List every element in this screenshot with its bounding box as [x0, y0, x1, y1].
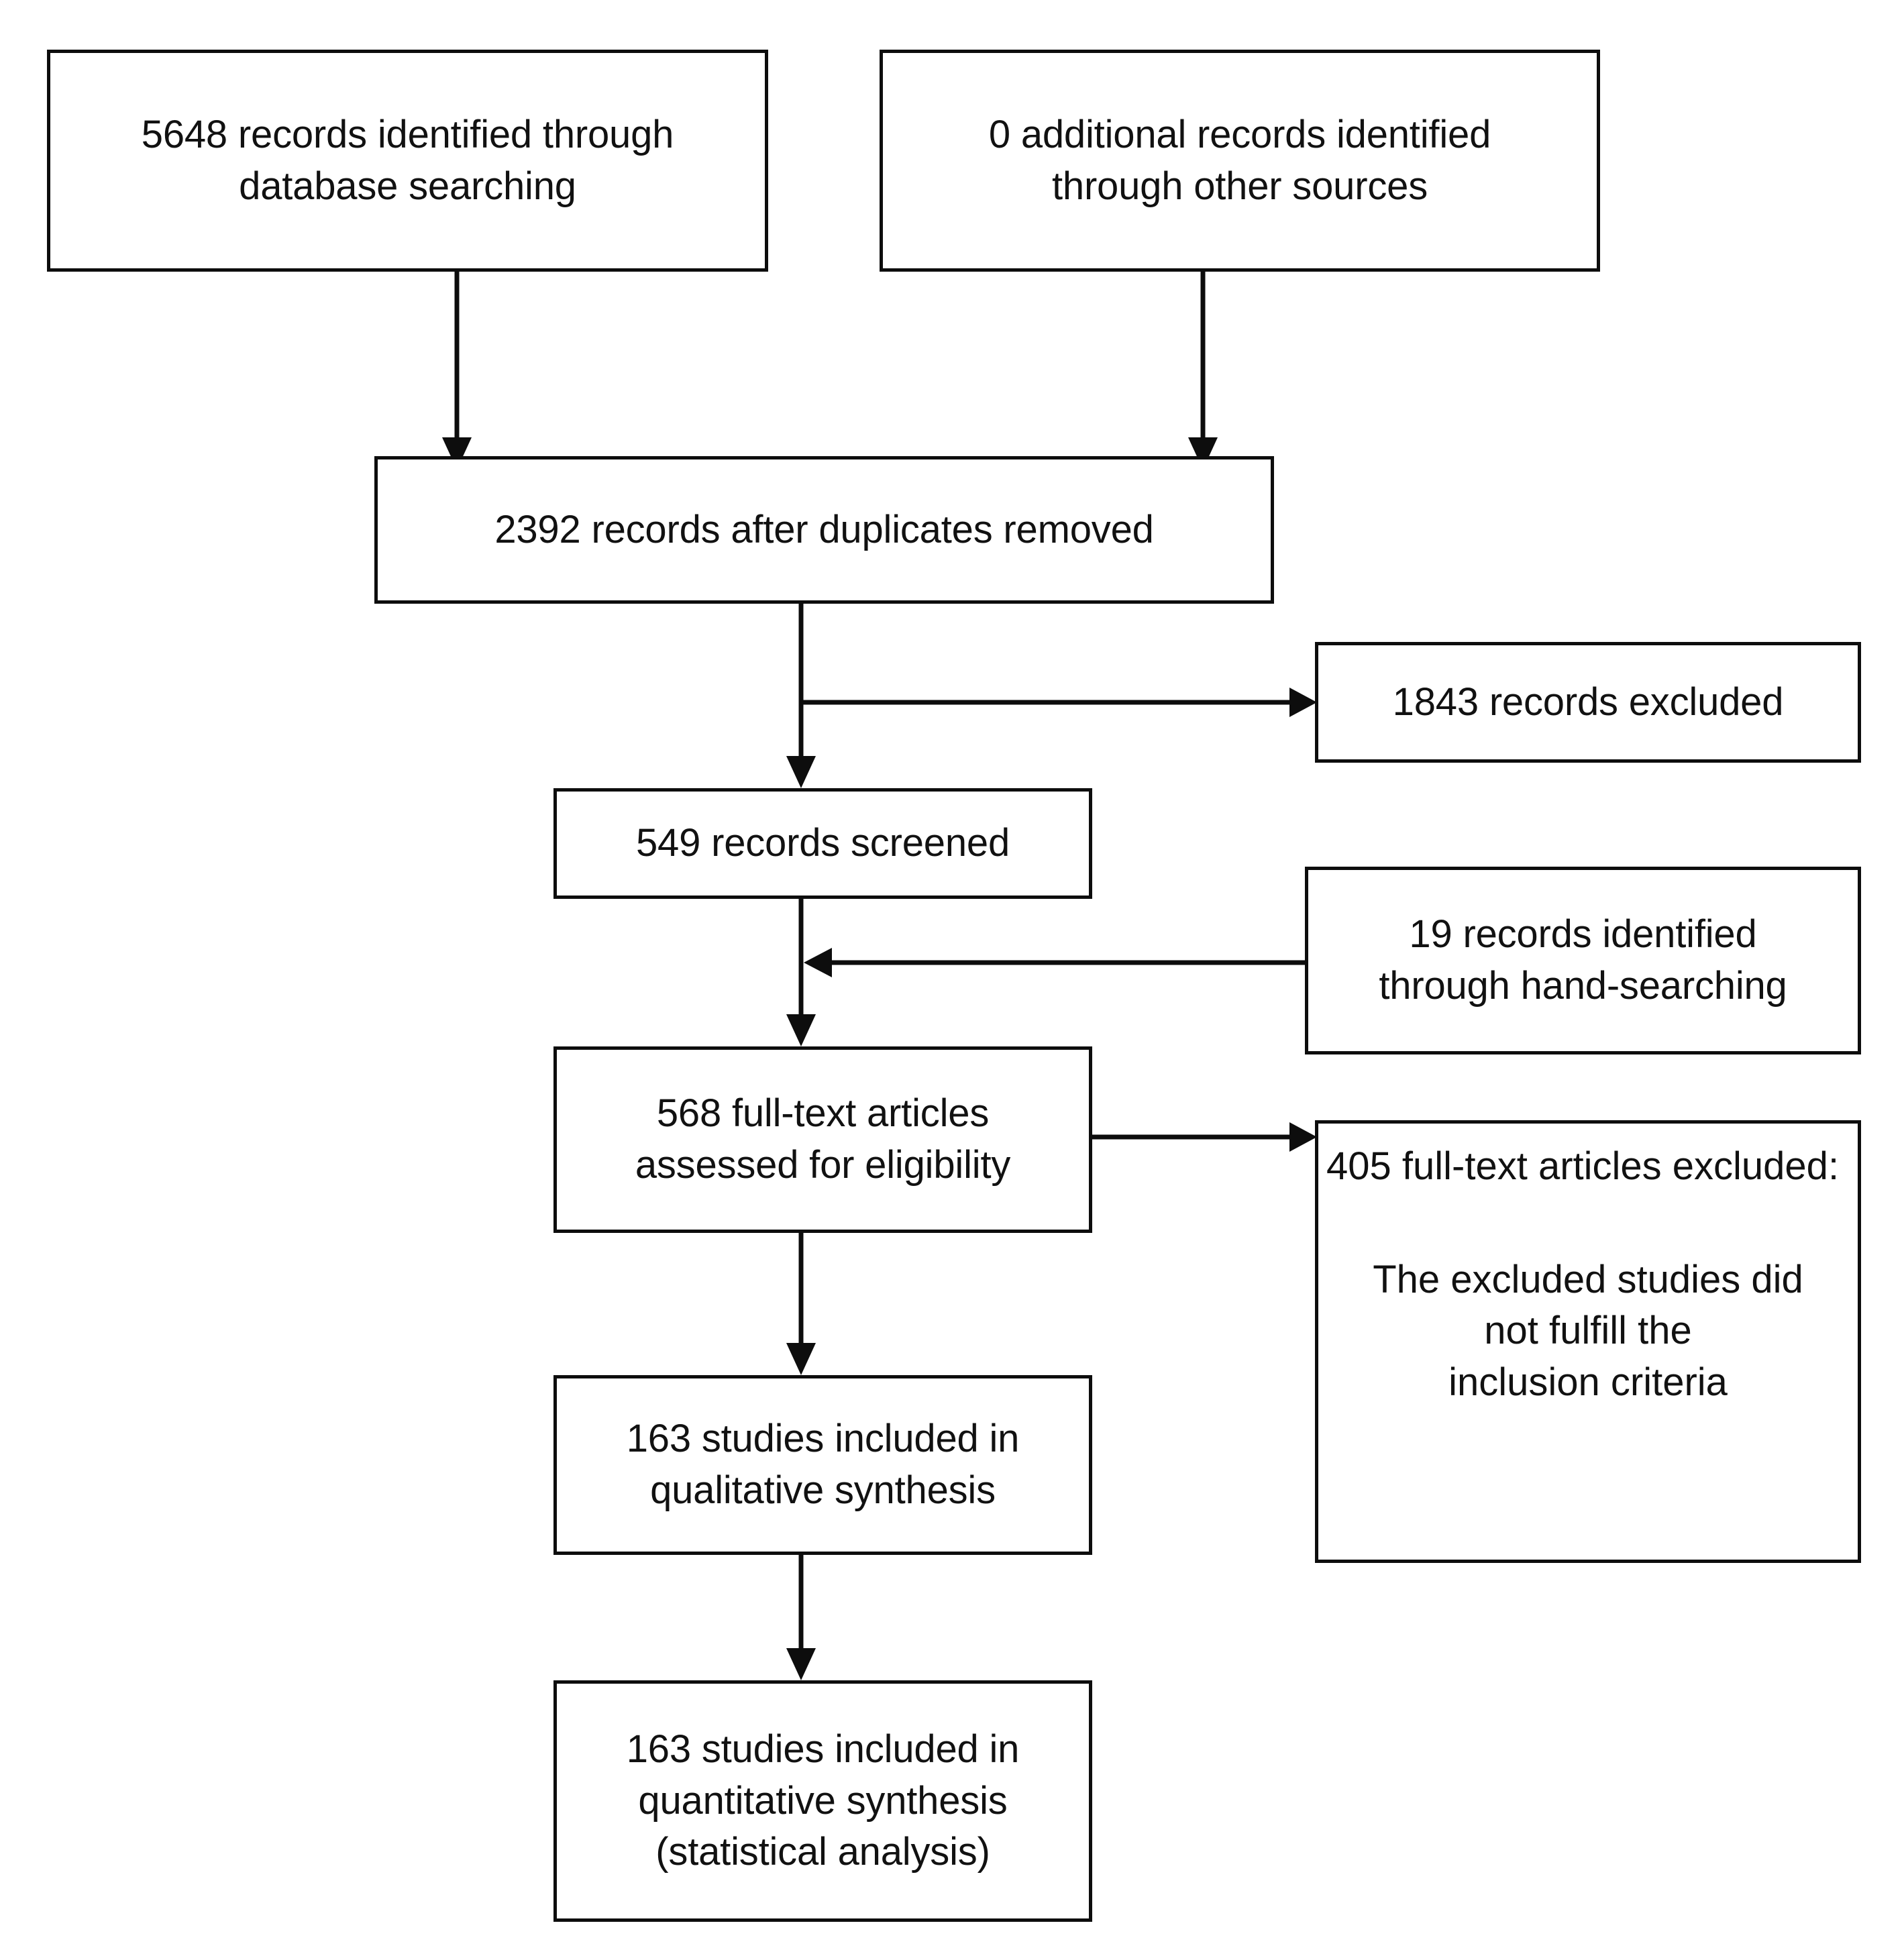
- box-fulltext-assessed-label: 568 full-text articles assessed for elig…: [635, 1091, 1011, 1187]
- spacer: [1318, 1193, 1858, 1254]
- box-qualitative-synthesis-label: 163 studies included in qualitative synt…: [626, 1417, 1020, 1512]
- box-records-database-label: 5648 records identified through database…: [141, 112, 674, 208]
- connector-other-to-duplicates: [1188, 272, 1218, 470]
- box-fulltext-excluded: 405 full-text articles excluded: The exc…: [1315, 1120, 1861, 1563]
- box-records-other-sources-label: 0 additional records identified through …: [988, 112, 1491, 208]
- box-records-excluded: 1843 records excluded: [1315, 642, 1861, 763]
- connector-fulltext-to-excluded: [1092, 1122, 1317, 1152]
- connector-db-to-duplicates: [442, 272, 472, 470]
- box-records-other-sources: 0 additional records identified through …: [880, 50, 1600, 272]
- box-qualitative-synthesis: 163 studies included in qualitative synt…: [553, 1375, 1092, 1555]
- box-records-excluded-label: 1843 records excluded: [1392, 680, 1784, 724]
- connector-duplicates-to-excluded: [801, 688, 1317, 717]
- box-quantitative-synthesis: 163 studies included in quantitative syn…: [553, 1680, 1092, 1922]
- box-quantitative-synthesis-label: 163 studies included in quantitative syn…: [626, 1727, 1020, 1874]
- box-records-hand-searching: 19 records identified through hand-searc…: [1305, 867, 1861, 1054]
- box-records-hand-searching-label: 19 records identified through hand-searc…: [1379, 912, 1787, 1008]
- box-records-after-duplicates-label: 2392 records after duplicates removed: [494, 507, 1154, 551]
- connector-handsearch-to-stem: [804, 948, 1305, 977]
- connector-qualitative-to-quantitative: [786, 1555, 816, 1680]
- box-fulltext-excluded-reason: The excluded studies did not fulfill the…: [1373, 1257, 1803, 1404]
- box-records-database: 5648 records identified through database…: [47, 50, 768, 272]
- box-fulltext-excluded-heading: 405 full-text articles excluded:: [1326, 1144, 1840, 1188]
- connector-screened-to-fulltext: [786, 899, 816, 1046]
- box-records-after-duplicates: 2392 records after duplicates removed: [374, 456, 1274, 604]
- connector-duplicates-to-screened: [786, 604, 816, 788]
- box-fulltext-assessed: 568 full-text articles assessed for elig…: [553, 1046, 1092, 1233]
- connector-fulltext-to-qualitative: [786, 1233, 816, 1375]
- box-records-screened: 549 records screened: [553, 788, 1092, 899]
- box-records-screened-label: 549 records screened: [636, 821, 1010, 865]
- fulltext-excluded-content: 405 full-text articles excluded: The exc…: [1318, 1124, 1858, 1560]
